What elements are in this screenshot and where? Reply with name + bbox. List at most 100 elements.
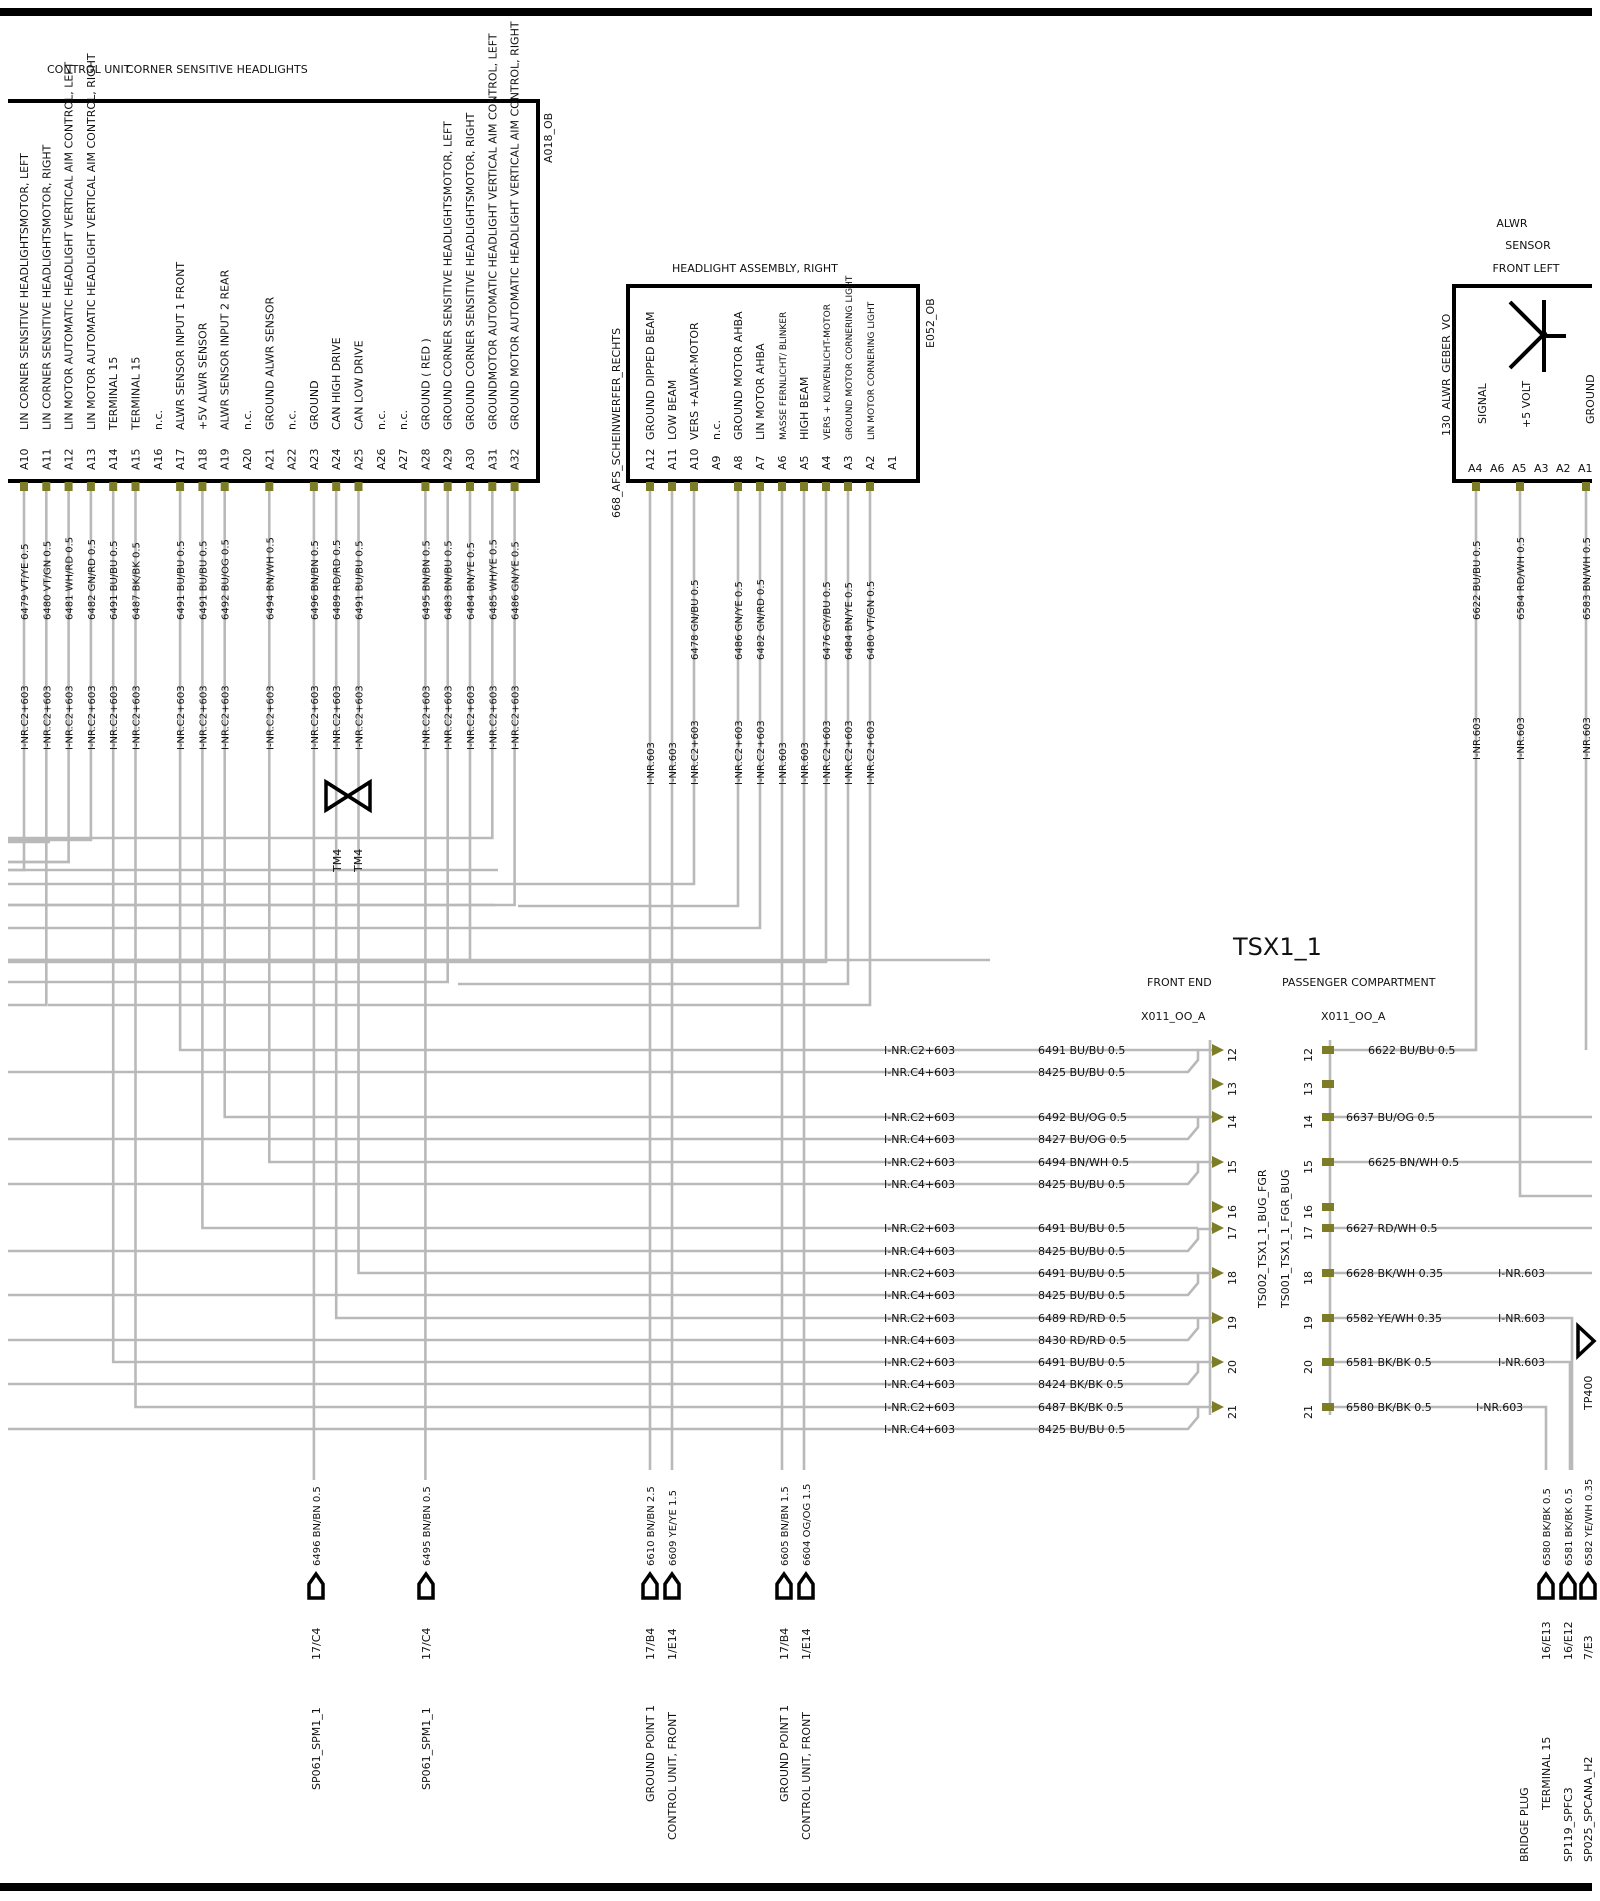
tsx-row-inr: I-NR.C2+603 <box>884 1267 955 1280</box>
tsx-passenger-pin <box>1322 1403 1334 1411</box>
tsx-row-inr: I-NR.C4+603 <box>884 1066 955 1079</box>
cu-pin-number: A28 <box>419 448 432 470</box>
cu-pin-terminal <box>354 482 363 491</box>
bottom-destination-label: GROUND POINT 1 <box>644 1705 657 1802</box>
tsx-passenger-pin <box>1322 1203 1334 1211</box>
hl-wire-label: 6486 GN/YE 0.5 <box>734 581 745 660</box>
test-point-icon <box>1576 1321 1597 1361</box>
cu-pin-terminal <box>309 482 318 491</box>
cu-pin-number: A24 <box>330 448 343 470</box>
wire-layer <box>8 488 1592 1480</box>
tsx-front-pin-number: 16 <box>1226 1205 1239 1219</box>
cu-pin-number: A19 <box>219 448 232 470</box>
wire <box>8 488 494 840</box>
wire <box>8 488 828 964</box>
twisted-pair-symbol <box>324 778 372 814</box>
ground-connector-icon <box>1579 1570 1597 1600</box>
wire <box>8 488 48 1007</box>
ground-connector-icon <box>417 1570 435 1600</box>
tsx-front-pin-number: 15 <box>1226 1160 1239 1174</box>
tsx-front-connector: X011_OO_A <box>1141 1010 1206 1023</box>
hl-inr-label: I-NR.603 <box>668 742 679 785</box>
hl-inr-label: I-NR.C2+603 <box>756 720 767 785</box>
hl-pin-terminal <box>866 482 874 491</box>
cu-inr-label: I-NR.C2+603 <box>488 685 499 750</box>
tsx-row-wire: 6491 BU/BU 0.5 <box>1038 1044 1125 1057</box>
cu-pin-number: A30 <box>464 448 477 470</box>
cu-pin-terminal <box>510 482 519 491</box>
tsx-front-pin-arrow <box>1212 1267 1224 1279</box>
hl-wire-label: 6484 BN/YE 0.5 <box>844 582 855 660</box>
tsx-bridge-wire <box>8 1048 1212 1074</box>
wire <box>1370 488 1478 1052</box>
ground-connector-icon <box>797 1570 815 1600</box>
cu-wire-label: 6480 VT/GN 0.5 <box>42 541 53 620</box>
alwr-inr-label: I-NR.603 <box>1582 717 1593 760</box>
tsx-right-wire: 6637 BU/OG 0.5 <box>1346 1111 1435 1124</box>
cu-inr-label: I-NR.C2+603 <box>198 685 209 750</box>
tsx-passenger-connector: X011_OO_A <box>1321 1010 1386 1023</box>
tsx-front-pin-arrow <box>1212 1044 1224 1056</box>
cu-inr-label: I-NR.C2+603 <box>332 685 343 750</box>
cu-pin-terminal <box>42 482 51 491</box>
bottom-ref-label: 16/E12 <box>1562 1621 1575 1660</box>
cu-pin-number: A14 <box>107 448 120 470</box>
cu-pin-description: n.c. <box>375 410 388 430</box>
cu-pin-description: LIN MOTOR AUTOMATIC HEADLIGHT VERTICAL A… <box>85 53 98 430</box>
tsx-right-wire: 6582 YE/WH 0.35 <box>1346 1312 1442 1325</box>
cu-inr-label: I-NR.C2+603 <box>221 685 232 750</box>
tsx-passenger-pin <box>1322 1269 1334 1277</box>
cu-pin-number: A25 <box>353 448 366 470</box>
cu-pin-description: GROUND <box>308 380 321 430</box>
cu-inr-label: I-NR.C2+603 <box>444 685 455 750</box>
tsx-passenger-pin <box>1322 1113 1334 1121</box>
cu-inr-label: I-NR.C2+603 <box>20 685 31 750</box>
tsx-bridge-wire <box>8 1115 1212 1141</box>
tsx-row-inr: I-NR.C2+603 <box>884 1044 955 1057</box>
alwr-title-line-3: FRONT LEFT <box>1492 262 1559 275</box>
cu-pin-number: A17 <box>174 448 187 470</box>
cu-wire-label: 6479 VT/YE 0.5 <box>20 544 31 620</box>
cu-pin-description: +5V ALWR SENSOR <box>196 322 209 430</box>
tsx-row-wire: 6491 BU/BU 0.5 <box>1038 1222 1125 1235</box>
cu-pin-number: A10 <box>18 448 31 470</box>
hl-pin-terminal <box>734 482 742 491</box>
cu-pin-description: ALWR SENSOR INPUT 1 FRONT <box>174 262 187 430</box>
tsx-right-inr: I-NR.603 <box>1498 1356 1545 1369</box>
hl-pin-number: A8 <box>732 455 745 470</box>
cu-pin-number: A21 <box>263 448 276 470</box>
tsx-row-wire: 6491 BU/BU 0.5 <box>1038 1356 1125 1369</box>
tsx-passenger-pin-number: 16 <box>1302 1205 1315 1219</box>
cu-pin-description: GROUND MOTOR AUTOMATIC HEADLIGHT VERTICA… <box>509 21 522 430</box>
cu-wire-label: 6487 BK/BK 0.5 <box>132 542 143 620</box>
tsx-front-pin-arrow <box>1212 1222 1224 1234</box>
tsx-right-inr: I-NR.603 <box>1498 1267 1545 1280</box>
tsx-row-wire: 6492 BU/OG 0.5 <box>1038 1111 1127 1124</box>
cu-pin-number: A22 <box>286 448 299 470</box>
cu-inr-label: I-NR.C2+603 <box>42 685 53 750</box>
alwr-title-line-1: ALWR <box>1496 217 1528 230</box>
wire <box>178 488 1198 1052</box>
alwr-inr-label: I-NR.603 <box>1472 717 1483 760</box>
hl-wire-label: 6482 GN/RD 0.5 <box>756 579 767 660</box>
bottom-destination-label: CONTROL UNIT, FRONT <box>800 1712 813 1840</box>
tsx-right-wire: 6625 BN/WH 0.5 <box>1368 1156 1459 1169</box>
bottom-wire-label: 6605 BN/BN 1.5 <box>780 1486 791 1566</box>
alwr-box <box>1452 284 1592 483</box>
wire <box>201 488 1198 1230</box>
hl-pin-terminal <box>844 482 852 491</box>
hl-pin-number: A12 <box>644 448 657 470</box>
tsx-passenger-label: PASSENGER COMPARTMENT <box>1282 976 1436 989</box>
cu-pin-terminal <box>265 482 274 491</box>
wire <box>458 488 850 986</box>
bottom-wire-label: 6581 BK/BK 0.5 <box>1564 1488 1575 1566</box>
tsx-row-wire: 8425 BU/BU 0.5 <box>1038 1066 1125 1079</box>
tsx-row-wire: 8425 BU/BU 0.5 <box>1038 1289 1125 1302</box>
alwr-wire-label: 6583 BN/WH 0.5 <box>1582 537 1593 620</box>
tsx-row-wire: 8425 BU/BU 0.5 <box>1038 1178 1125 1191</box>
tsx-passenger-pin <box>1322 1224 1334 1232</box>
alwr-pin-terminal <box>1582 482 1590 491</box>
tsx-row-wire: 6491 BU/BU 0.5 <box>1038 1267 1125 1280</box>
